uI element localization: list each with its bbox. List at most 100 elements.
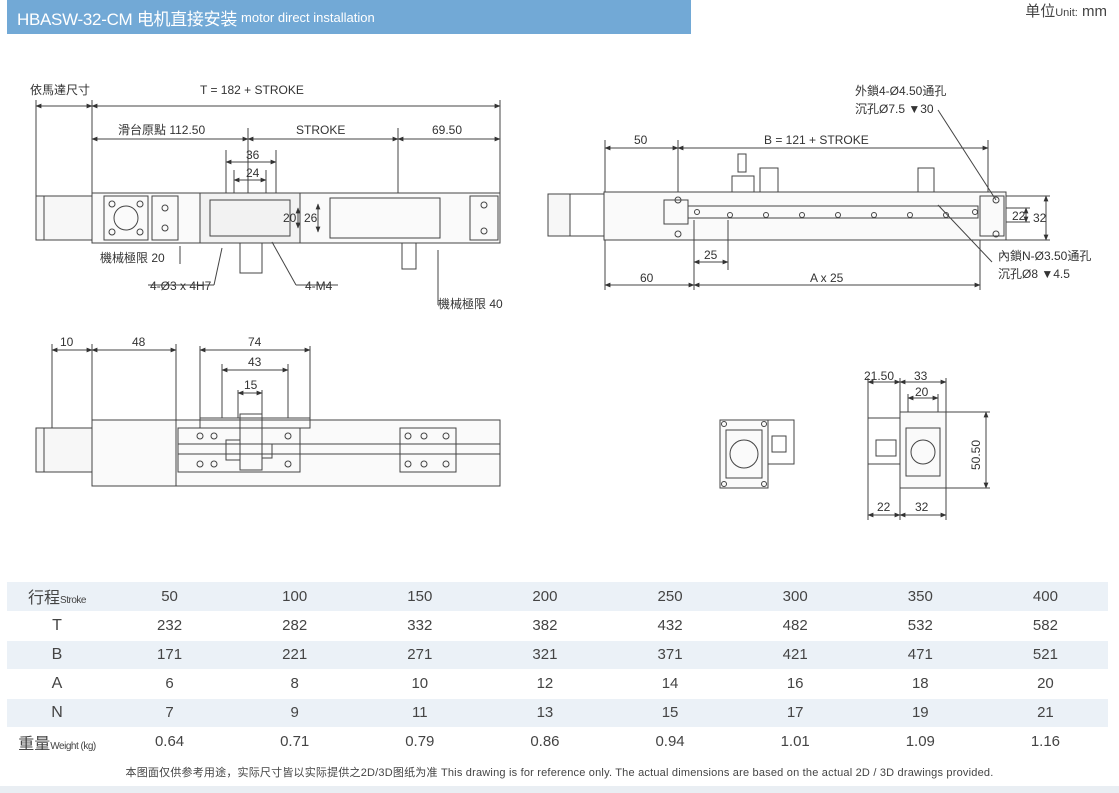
row-label-text: A: [51, 674, 63, 692]
table-cell: 19: [857, 698, 983, 728]
table-cell: 1.16: [982, 727, 1108, 757]
stroke-label: STROKE: [296, 123, 345, 137]
table-cell: 382: [482, 611, 608, 641]
motor-end-view: [719, 419, 795, 489]
d33-label: 33: [914, 369, 928, 383]
d50-label: 50: [634, 133, 648, 147]
table-cell: 17: [732, 698, 858, 728]
table-cell: 271: [357, 640, 483, 670]
table-cell: 1.01: [732, 727, 858, 757]
table-cell: 582: [982, 611, 1108, 641]
table-cell: 350: [857, 582, 983, 612]
d2150-label: 21.50: [864, 369, 894, 383]
table-cell: 16: [732, 669, 858, 699]
side-d22-label: 22: [1012, 209, 1026, 223]
footnote: 本图面仅供参考用途，实际尺寸皆以实际提供之2D/3D图纸为准 This draw…: [125, 767, 994, 779]
table-cell: 432: [607, 611, 733, 641]
table-cell: 321: [482, 640, 608, 670]
unit-en: Unit:: [1055, 7, 1078, 19]
table-cell: 18: [857, 669, 983, 699]
table-cell: 12: [482, 669, 608, 699]
row-label-text: 行程: [28, 590, 61, 608]
d5050-label: 50.50: [969, 440, 983, 470]
table-cell: 221: [232, 640, 358, 670]
unit-label: 单位Unit: mm: [1025, 0, 1107, 21]
table-cell: 11: [357, 698, 483, 728]
table-cell: 282: [232, 611, 358, 641]
table-cell: 13: [482, 698, 608, 728]
table-cell: 0.71: [232, 727, 358, 757]
a-dim-label: A x 25: [810, 271, 844, 285]
d20-label: 20: [283, 211, 297, 225]
outer-holes-label-1: 外鎖4-Ø4.50通孔: [855, 83, 946, 98]
row-label: B: [7, 640, 107, 670]
d25-label: 25: [704, 248, 718, 262]
table-cell: 521: [982, 640, 1108, 670]
table-cell: 0.79: [357, 727, 483, 757]
row-label-text: B: [51, 645, 63, 663]
table-cell: 10: [357, 669, 483, 699]
row-label: 行程Stroke: [7, 582, 107, 612]
origin-label: 滑台原點 112.50: [118, 122, 205, 137]
d36-label: 36: [246, 148, 260, 162]
table-cell: 14: [607, 669, 733, 699]
unit-cn: 单位: [1025, 3, 1056, 20]
row-label-en: Stroke: [60, 595, 86, 607]
table-cell: 421: [732, 640, 858, 670]
right-dim-label: 69.50: [432, 123, 462, 137]
table-cell: 6: [107, 669, 233, 699]
table-cell: 532: [857, 611, 983, 641]
row-label-en: Weight (kg): [50, 740, 96, 752]
row-label-text: T: [52, 616, 62, 634]
table-cell: 7: [107, 698, 233, 728]
row-label: T: [7, 611, 107, 641]
housing-end-view: [867, 378, 990, 520]
header-bar: HBASW-32-CM 电机直接安装 motor direct installa…: [7, 0, 691, 34]
d60-label: 60: [640, 271, 654, 285]
table-cell: 100: [232, 582, 358, 612]
end-d32-label: 32: [915, 500, 929, 514]
row-label: 重量Weight (kg): [7, 727, 107, 757]
table-cell: 1.09: [857, 727, 983, 757]
table-cell: 0.64: [107, 727, 233, 757]
end-d22-label: 22: [877, 500, 891, 514]
pin-holes-label: 4-Ø3 x 4H7: [150, 279, 212, 293]
table-cell: 15: [607, 698, 733, 728]
top-view: [35, 344, 501, 487]
b-dim-label: B = 121 + STROKE: [764, 133, 869, 147]
front-view: [35, 100, 501, 305]
row-label-text: 重量: [18, 735, 51, 753]
table-cell: 200: [482, 582, 608, 612]
mech-limit-right-label: 機械極限 40: [438, 296, 503, 311]
d24-label: 24: [246, 166, 260, 180]
table-cell: 50: [107, 582, 233, 612]
d26-label: 26: [304, 211, 318, 225]
technical-drawing: 依馬達尺寸 T = 182 + STROKE 滑台原點 112.50 STROK…: [30, 82, 1091, 520]
model-subtitle: motor direct installation: [241, 9, 375, 25]
d43-label: 43: [248, 355, 262, 369]
table-cell: 400: [982, 582, 1108, 612]
table-cell: 0.94: [607, 727, 733, 757]
model-title: HBASW-32-CM 电机直接安装: [17, 9, 238, 29]
table-cell: 332: [357, 611, 483, 641]
table-cell: 9: [232, 698, 358, 728]
unit-value: mm: [1082, 3, 1107, 20]
d48-label: 48: [132, 335, 146, 349]
mech-limit-left-label: 機械極限 20: [100, 250, 165, 265]
table-cell: 20: [982, 669, 1108, 699]
row-label-text: N: [51, 703, 63, 721]
side-view: [547, 109, 1050, 290]
table-cell: 371: [607, 640, 733, 670]
table-cell: 471: [857, 640, 983, 670]
inner-holes-label-2: 沉孔Ø8 ▼4.5: [998, 267, 1070, 281]
row-label: N: [7, 698, 107, 728]
bottom-strip: [0, 786, 1119, 793]
table-cell: 232: [107, 611, 233, 641]
table-cell: 8: [232, 669, 358, 699]
